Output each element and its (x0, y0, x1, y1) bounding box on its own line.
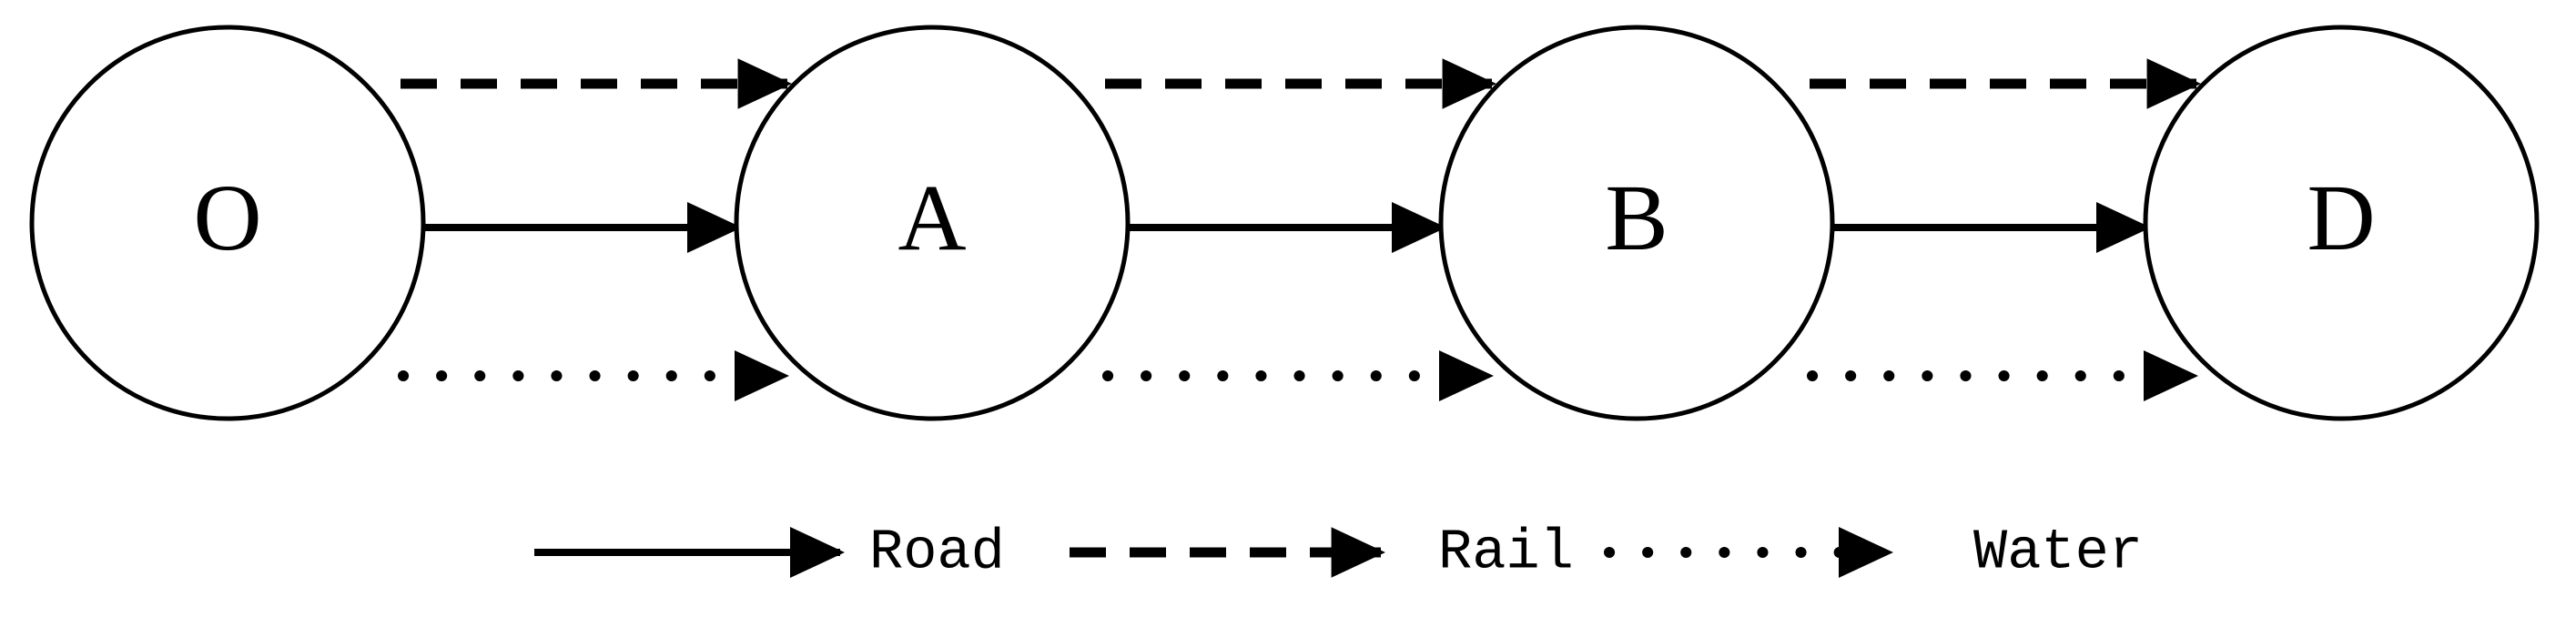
node-a[interactable]: A (734, 25, 1131, 421)
node-a-circle[interactable] (734, 25, 1131, 421)
node-d[interactable]: D (2143, 25, 2540, 421)
legend: Road Rail Water (534, 520, 2143, 584)
node-b-circle[interactable] (1438, 25, 1835, 421)
node-d-circle[interactable] (2143, 25, 2540, 421)
legend-item-rail[interactable]: Rail (1070, 520, 1574, 584)
node-d-label: D (2307, 166, 2375, 270)
legend-water-label: Water (1973, 520, 2143, 584)
node-o-label: O (193, 166, 261, 270)
node-group: O A B D (29, 25, 2540, 421)
legend-road-label: Road (869, 520, 1005, 584)
node-a-label: A (898, 166, 966, 270)
legend-item-road[interactable]: Road (534, 520, 1005, 584)
node-o[interactable]: O (29, 25, 426, 421)
legend-rail-label: Rail (1438, 520, 1574, 584)
node-b[interactable]: B (1438, 25, 1835, 421)
node-b-label: B (1605, 166, 1668, 270)
legend-item-water[interactable]: Water (1604, 520, 2143, 584)
node-o-circle[interactable] (29, 25, 426, 421)
